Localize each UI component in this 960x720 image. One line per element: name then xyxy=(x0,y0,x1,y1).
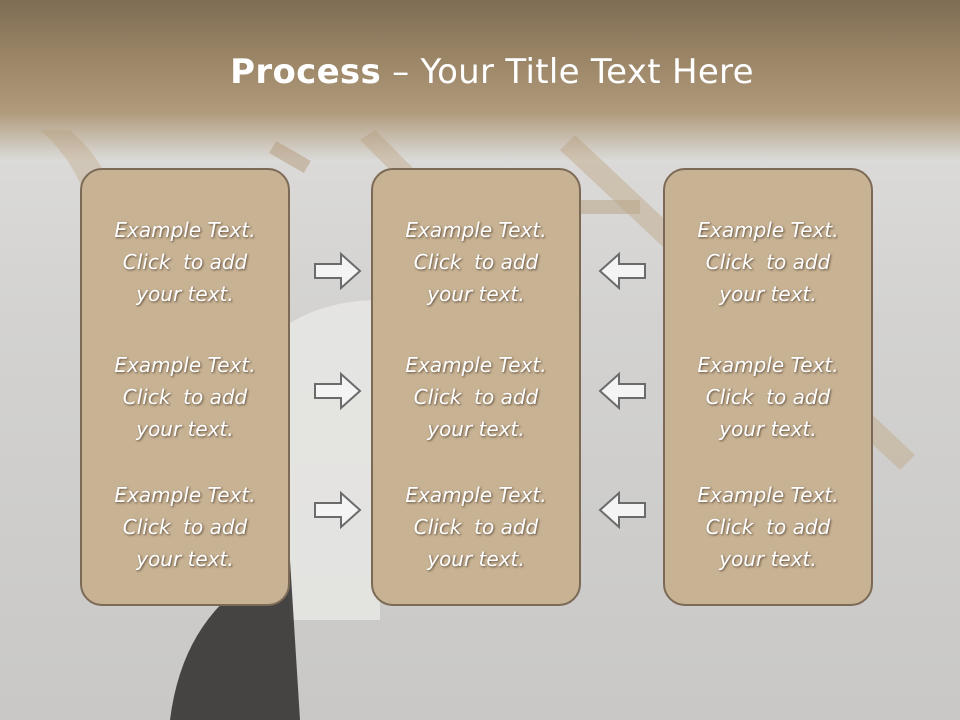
title-bold: Process xyxy=(230,52,382,92)
slide-title[interactable]: Process – Your Title Text Here xyxy=(0,52,960,92)
text-line: Example Text. xyxy=(697,483,839,507)
left-arrow-icon xyxy=(598,371,646,411)
text-placeholder[interactable]: Example Text. Click to add your text. xyxy=(373,349,579,445)
text-line: your text. xyxy=(136,282,234,306)
title-rest: – Your Title Text Here xyxy=(381,52,754,92)
text-placeholder[interactable]: Example Text. Click to add your text. xyxy=(373,214,579,310)
text-line: Click to add xyxy=(413,515,539,539)
left-arrow-icon xyxy=(598,251,646,291)
text-placeholder[interactable]: Example Text. Click to add your text. xyxy=(82,214,288,310)
text-line: Click to add xyxy=(705,515,831,539)
text-line: your text. xyxy=(719,417,817,441)
text-line: Example Text. xyxy=(114,353,256,377)
process-box-left[interactable]: Example Text. Click to add your text. Ex… xyxy=(80,168,290,606)
process-box-center[interactable]: Example Text. Click to add your text. Ex… xyxy=(371,168,581,606)
text-placeholder[interactable]: Example Text. Click to add your text. xyxy=(82,479,288,575)
text-placeholder[interactable]: Example Text. Click to add your text. xyxy=(665,479,871,575)
text-line: Example Text. xyxy=(405,353,547,377)
text-line: your text. xyxy=(719,282,817,306)
text-line: your text. xyxy=(136,417,234,441)
text-line: Example Text. xyxy=(114,218,256,242)
text-placeholder[interactable]: Example Text. Click to add your text. xyxy=(665,349,871,445)
right-arrow-icon xyxy=(314,490,362,530)
text-line: Click to add xyxy=(122,515,248,539)
text-placeholder[interactable]: Example Text. Click to add your text. xyxy=(373,479,579,575)
right-arrow-icon xyxy=(314,251,362,291)
right-arrow-icon xyxy=(314,371,362,411)
text-placeholder[interactable]: Example Text. Click to add your text. xyxy=(82,349,288,445)
text-line: Example Text. xyxy=(405,483,547,507)
text-line: Click to add xyxy=(413,385,539,409)
text-line: Example Text. xyxy=(697,353,839,377)
title-band xyxy=(0,0,960,160)
text-line: Click to add xyxy=(705,250,831,274)
text-line: your text. xyxy=(427,547,525,571)
text-placeholder[interactable]: Example Text. Click to add your text. xyxy=(665,214,871,310)
process-box-right[interactable]: Example Text. Click to add your text. Ex… xyxy=(663,168,873,606)
text-line: Example Text. xyxy=(405,218,547,242)
text-line: Click to add xyxy=(122,385,248,409)
text-line: Click to add xyxy=(705,385,831,409)
text-line: Click to add xyxy=(122,250,248,274)
text-line: your text. xyxy=(427,282,525,306)
text-line: your text. xyxy=(719,547,817,571)
text-line: Click to add xyxy=(413,250,539,274)
left-arrow-icon xyxy=(598,490,646,530)
text-line: Example Text. xyxy=(697,218,839,242)
text-line: Example Text. xyxy=(114,483,256,507)
text-line: your text. xyxy=(136,547,234,571)
text-line: your text. xyxy=(427,417,525,441)
